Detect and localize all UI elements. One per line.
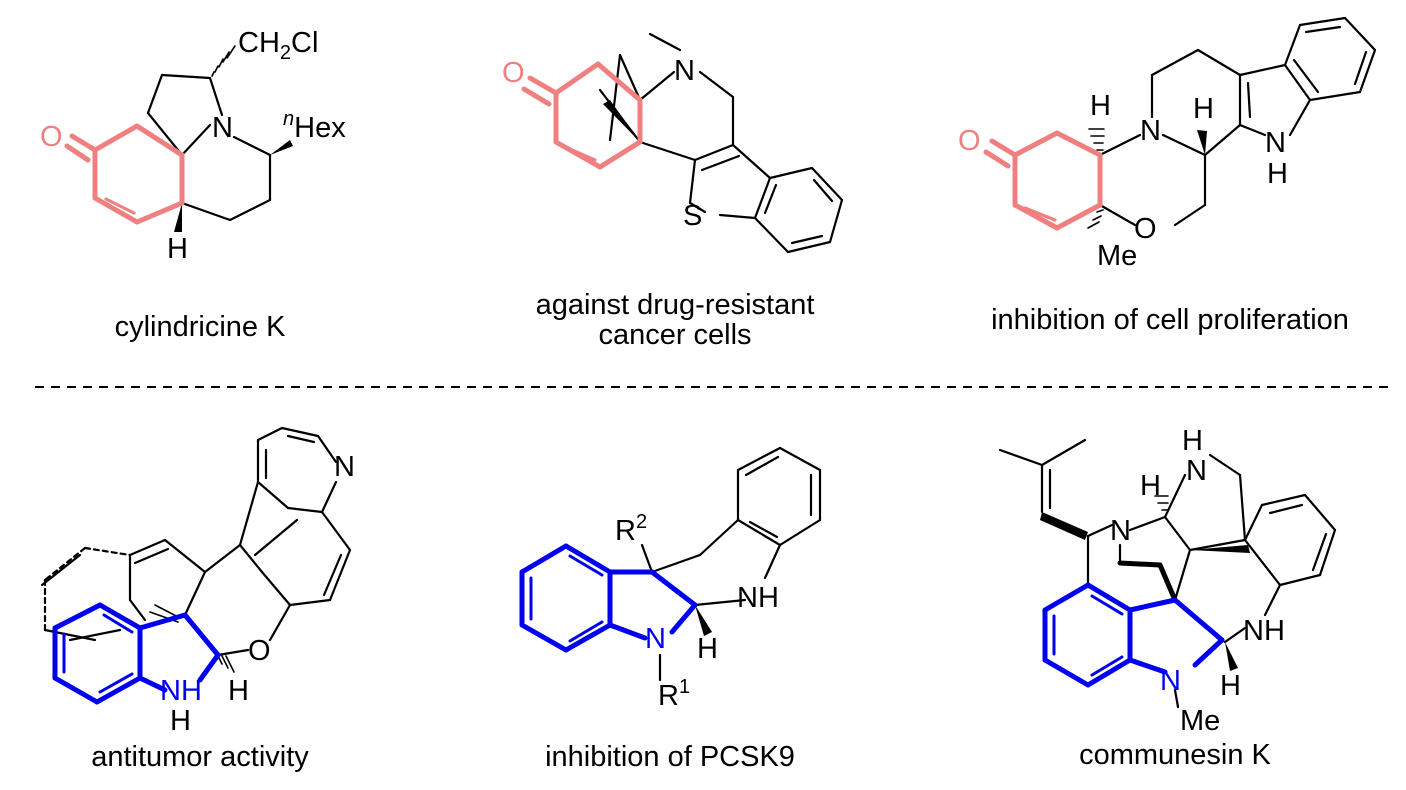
- enone-highlight-3: [983, 130, 1103, 231]
- atom-O-ring: O: [1134, 213, 1157, 245]
- caption-drug-resistant-2: cancer cells: [598, 319, 752, 351]
- atom-N: N: [674, 55, 695, 87]
- atom-H: H: [1193, 93, 1214, 125]
- structure-antitumor: [40, 426, 352, 673]
- group-hex: nHex: [283, 108, 346, 144]
- atom-O: O: [40, 121, 63, 153]
- atom-H: H: [1090, 90, 1111, 122]
- enone-highlight-2: [521, 61, 643, 170]
- atom-H: H: [697, 633, 718, 665]
- caption-proliferation: inhibition of cell proliferation: [991, 304, 1349, 336]
- atom-N: N: [645, 623, 666, 655]
- atom-N: N: [1140, 115, 1161, 147]
- atom-NH: N: [1265, 127, 1286, 159]
- atom-O: O: [502, 57, 525, 89]
- atom-S: S: [683, 200, 702, 232]
- atom-H: H: [1182, 425, 1203, 457]
- indoline-highlight-6: [1042, 582, 1225, 688]
- caption-cylindricine: cylindricine K: [114, 311, 286, 343]
- atom-H: H: [1220, 670, 1241, 702]
- structure-benzothiophene: [598, 32, 844, 254]
- structure-indole-oxazine: [1087, 16, 1377, 229]
- indoline-highlight-5: [519, 543, 698, 653]
- atom-H: H: [1140, 470, 1161, 502]
- structure-pcsk9: [640, 446, 822, 682]
- atom-N: N: [334, 451, 355, 483]
- indoline-highlight-4: [52, 602, 221, 705]
- atom-NH: NH: [1243, 615, 1285, 647]
- atom-N: N: [1186, 455, 1207, 487]
- atom-NH: NH: [737, 582, 779, 614]
- caption-communesin: communesin K: [1079, 739, 1271, 771]
- atom-r2: R2: [615, 511, 647, 547]
- atom-Me: Me: [1097, 240, 1137, 272]
- atom-N: N: [212, 112, 233, 144]
- caption-drug-resistant-1: against drug-resistant: [535, 289, 815, 321]
- atom-H: H: [167, 233, 188, 265]
- atom-NH: NH: [160, 675, 202, 707]
- atom-H: H: [170, 705, 191, 737]
- group-ch2cl: CH2Cl: [238, 27, 318, 64]
- atom-N: N: [1160, 665, 1181, 697]
- caption-pcsk9: inhibition of PCSK9: [545, 741, 795, 773]
- atom-N: N: [1110, 515, 1131, 547]
- atom-O: O: [958, 125, 981, 157]
- atom-r1: R1: [658, 676, 690, 712]
- atom-H: H: [228, 675, 249, 707]
- atom-H: H: [1267, 158, 1288, 190]
- caption-antitumor: antitumor activity: [91, 741, 309, 773]
- atom-O: O: [248, 635, 271, 667]
- structure-cylindricine-k: [146, 45, 293, 232]
- enone-highlight-1: [64, 123, 185, 225]
- atom-Me: Me: [1180, 705, 1220, 737]
